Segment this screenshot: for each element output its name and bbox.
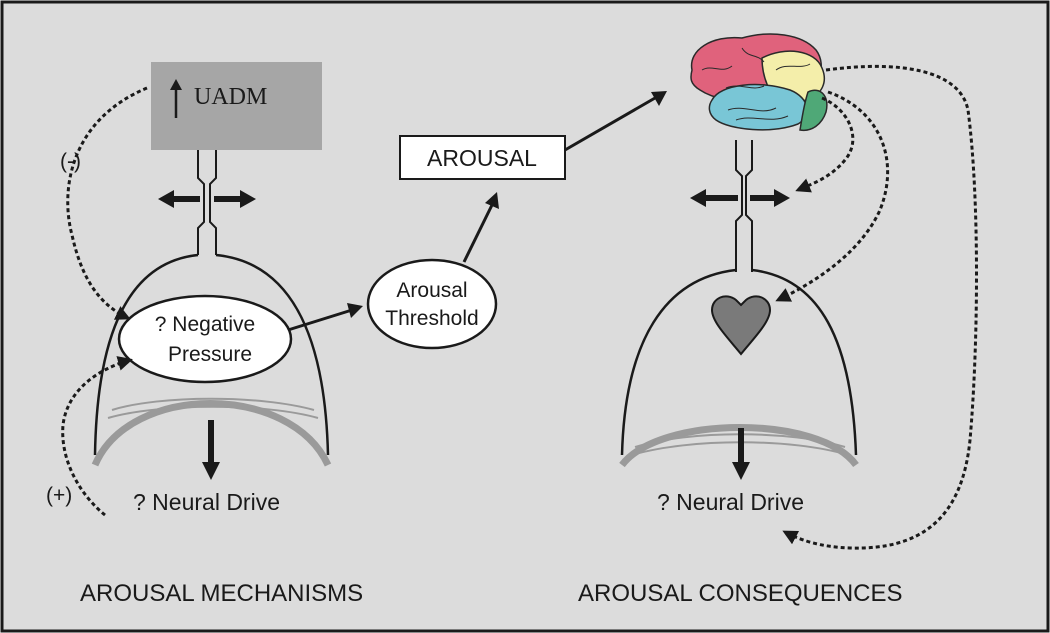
arousal-threshold-node: [366, 258, 498, 350]
center-panel: Arousal Threshold AROUSAL: [287, 91, 667, 350]
arousal-threshold-line1: Arousal: [396, 279, 467, 302]
right-bidirectional-arrow-icon: [690, 189, 790, 207]
heart-icon: [710, 295, 772, 356]
bidirectional-arrow-icon: [158, 190, 256, 208]
right-down-arrow: [732, 428, 750, 480]
right-neural-drive: ? Neural Drive: [657, 489, 804, 515]
left-airway: [197, 150, 217, 255]
negative-feedback-label: (-): [60, 150, 81, 173]
left-down-arrow: [202, 420, 220, 480]
threshold-to-arousal-arrow: [462, 204, 494, 263]
negative-feedback-arrow: [66, 86, 148, 320]
left-panel: UADM ? Negative Pressure: [46, 62, 363, 607]
positive-feedback-label: (+): [46, 484, 72, 507]
brain-to-heart-arrow: [775, 90, 890, 302]
negative-pressure-line1: ? Negative: [155, 313, 255, 336]
brain-icon: [690, 33, 828, 132]
uadm-label: UADM: [194, 84, 267, 110]
left-neural-drive: ? Neural Drive: [133, 489, 280, 515]
arousal-to-brain-arrow: [564, 96, 656, 152]
pressure-to-threshold-arrow: [287, 308, 353, 332]
negative-pressure-node: [117, 294, 293, 384]
brain-to-neural-drive-arrow: [782, 64, 978, 550]
positive-feedback-arrow: [61, 356, 133, 517]
left-caption: AROUSAL MECHANISMS: [80, 580, 363, 607]
left-diaphragm: [91, 397, 332, 467]
negative-pressure-line2: Pressure: [168, 343, 252, 366]
right-thorax: [620, 268, 858, 456]
right-panel: ? Neural Drive AROUSAL CONSEQUENCES: [578, 33, 978, 607]
brain-to-airway-arrow: [795, 96, 855, 193]
arousal-threshold-line2: Threshold: [385, 307, 478, 330]
arousal-box: [399, 135, 566, 180]
uadm-box: [151, 62, 322, 150]
arousal-box-label: AROUSAL: [427, 145, 537, 171]
up-arrow-icon: [170, 79, 182, 118]
right-caption: AROUSAL CONSEQUENCES: [578, 580, 903, 607]
right-airway: [735, 140, 753, 272]
